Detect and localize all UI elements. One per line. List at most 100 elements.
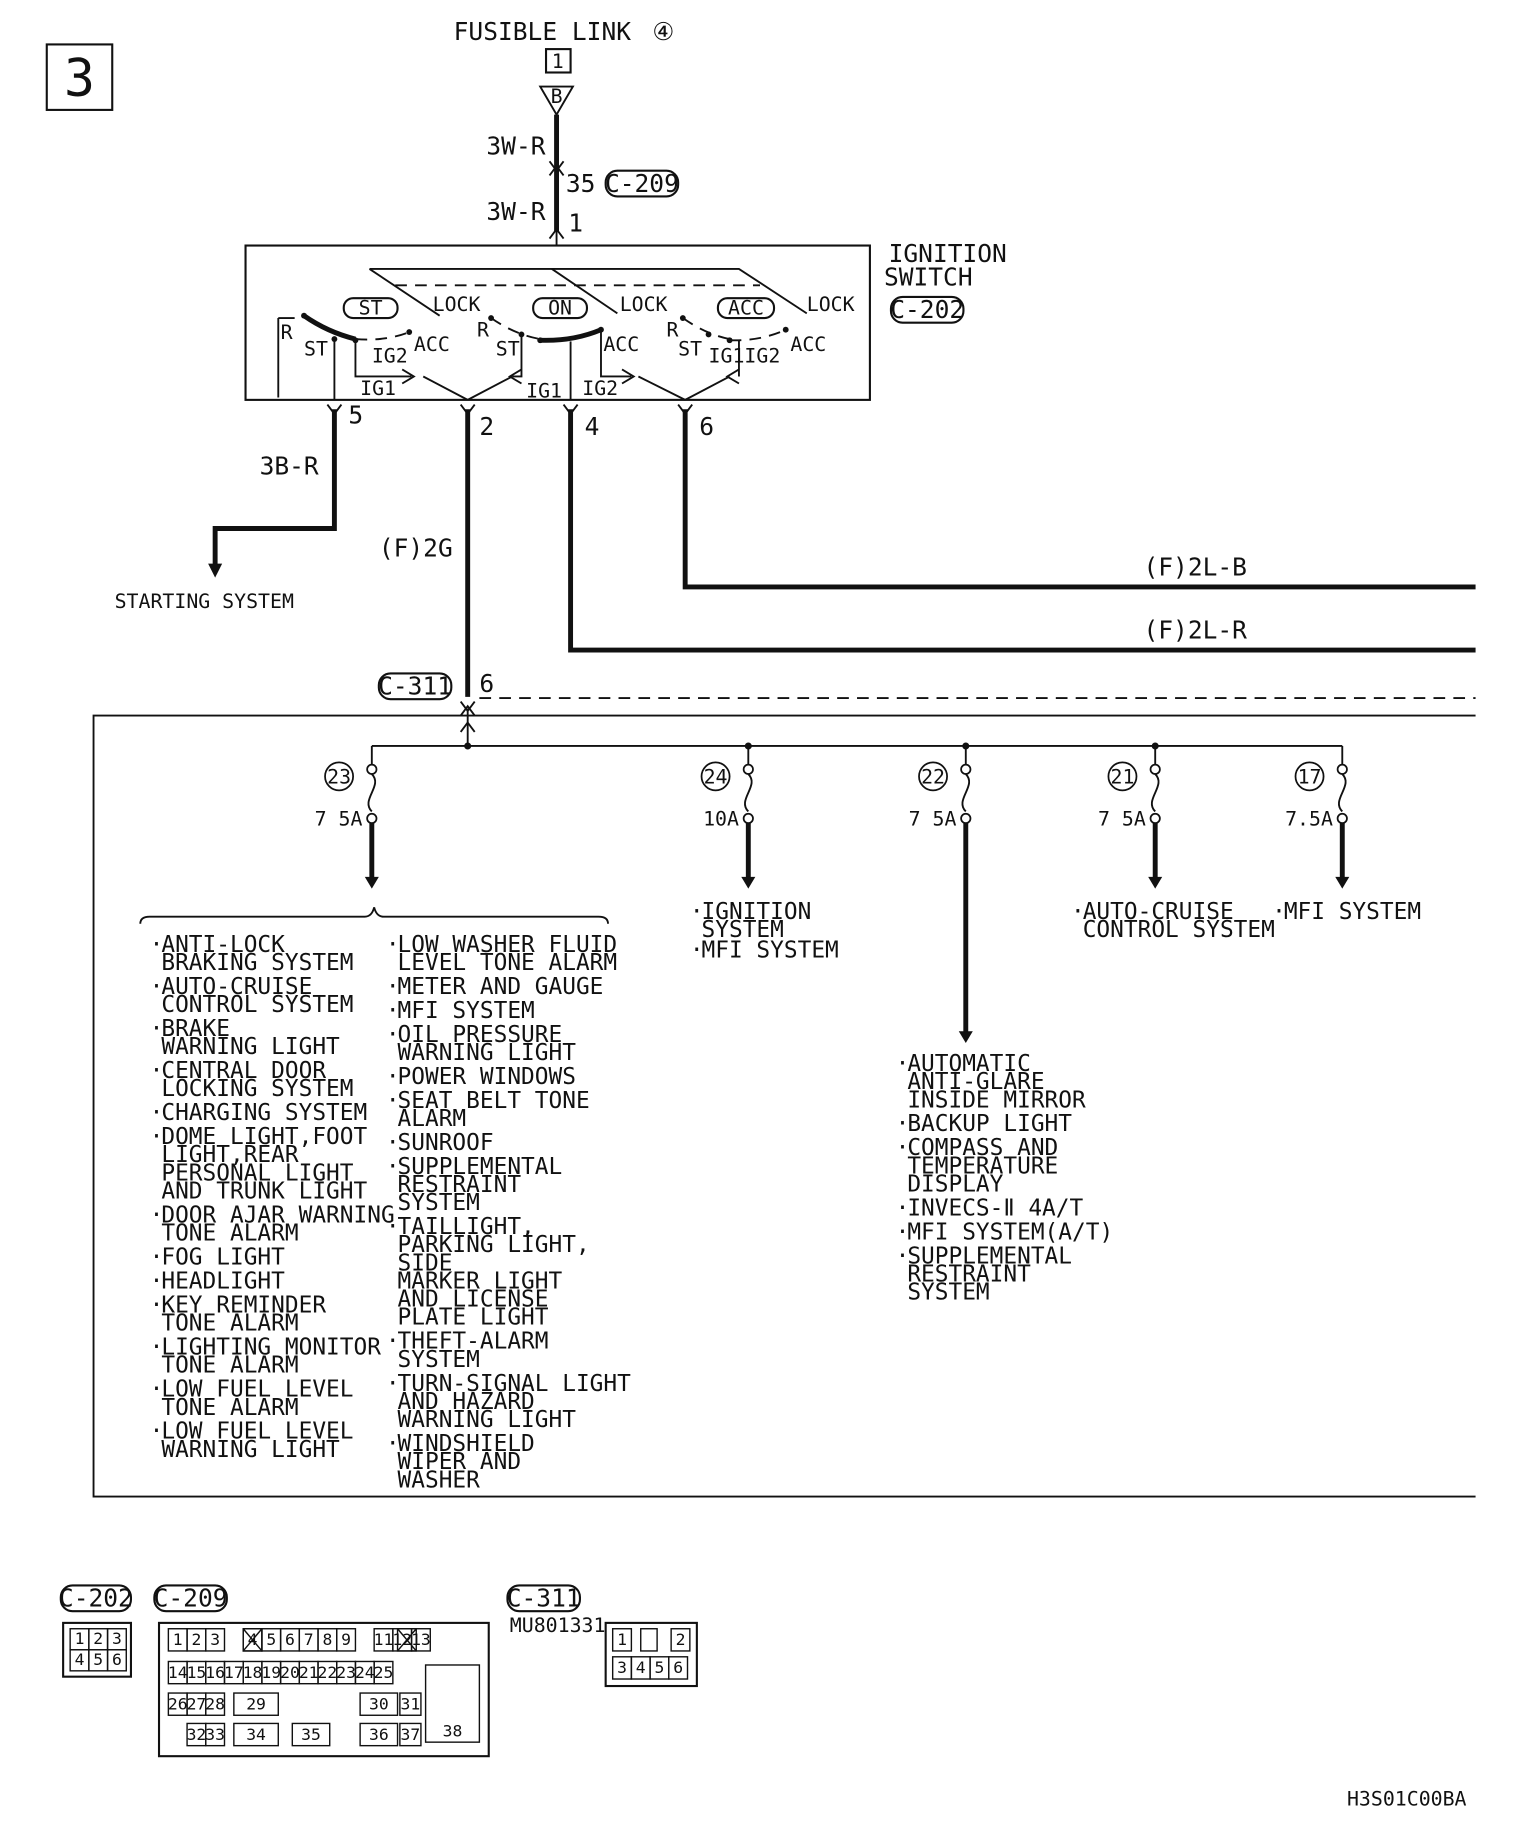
connector-pin: 5: [261, 1628, 282, 1652]
connector-c202-tag: C-202: [889, 295, 965, 324]
pin-label: 27: [187, 1694, 207, 1713]
pin-label: 5: [93, 1650, 103, 1669]
svg-text:2: 2: [479, 412, 494, 441]
connector-pin: 24: [354, 1660, 375, 1685]
svg-text:(F)2G: (F)2G: [379, 534, 453, 563]
svg-text:④: ④: [652, 17, 674, 46]
fuse-21: 217 5A: [1098, 745, 1163, 889]
list-item: LOW FUEL LEVEL: [161, 1419, 353, 1445]
svg-text:LOCK: LOCK: [807, 293, 855, 316]
pin-label: 14: [168, 1663, 188, 1682]
connector-pin: 9: [336, 1628, 357, 1652]
list-item: TAILLIGHT,: [398, 1214, 535, 1240]
svg-text:ACC: ACC: [790, 333, 826, 356]
connector-pin: 32: [186, 1722, 207, 1747]
fuse-number-label: 23: [327, 765, 351, 788]
svg-text:IG1: IG1: [360, 377, 396, 400]
svg-text:3W-R: 3W-R: [486, 131, 545, 160]
connector-pin: 34: [233, 1722, 279, 1747]
pin-label: 35: [301, 1725, 321, 1744]
pin-label: 38: [443, 1721, 463, 1740]
fuse17-list: ·MFI SYSTEM: [1272, 899, 1421, 925]
connector-pin: 6: [279, 1628, 301, 1652]
svg-text:MU801331: MU801331: [510, 1614, 606, 1637]
pin-label: 3: [112, 1629, 122, 1648]
list-item: WARNING LIGHT: [161, 1034, 340, 1060]
list-item: RESTRAINT: [398, 1172, 522, 1198]
svg-text:(F)2L-B: (F)2L-B: [1144, 552, 1247, 581]
bullet: ·: [896, 1243, 910, 1269]
connector-pin: 8: [317, 1628, 338, 1652]
svg-text:SWITCH: SWITCH: [884, 262, 973, 291]
connector-pin: 20: [279, 1660, 301, 1685]
connector-pin: 1: [69, 1628, 90, 1651]
list-item: SYSTEM: [398, 1347, 480, 1373]
list-item: WASHER: [398, 1467, 481, 1493]
connector-pin: 6: [668, 1656, 689, 1680]
fuse-23: 237 5A: [315, 745, 379, 889]
bullet: ·: [386, 1064, 400, 1090]
pin-label: 22: [318, 1663, 338, 1682]
list-item: IGNITION: [702, 899, 812, 925]
list-item: BACKUP LIGHT: [907, 1111, 1072, 1137]
list-item: COMPASS AND: [907, 1135, 1058, 1161]
svg-text:4: 4: [585, 412, 600, 441]
bullet: ·: [690, 899, 704, 925]
bullet: ·: [386, 1431, 400, 1457]
connector-pin: 22: [317, 1660, 338, 1685]
pin-label: 21: [299, 1663, 319, 1682]
connector-pin: 31: [399, 1692, 422, 1716]
list-brace: [139, 907, 609, 924]
connector-pin: 37: [399, 1722, 422, 1747]
connector-pin: 33: [205, 1722, 226, 1747]
list-item: WINDSHIELD: [398, 1431, 535, 1457]
main-feed-wire: 3W-R 35 C-209 3W-R 1: [486, 114, 680, 246]
mode-st: ST: [342, 297, 399, 320]
list-item: DOOR AJAR WARNING: [161, 1202, 394, 1228]
bullet: ·: [386, 932, 400, 958]
connector-pin: 6: [106, 1649, 127, 1672]
bullet: ·: [896, 1051, 910, 1077]
bullet: ·: [386, 1022, 400, 1048]
fuse-rating: 10A: [703, 807, 739, 830]
bullet: ·: [1071, 899, 1085, 925]
svg-text:(F)2L-R: (F)2L-R: [1144, 615, 1248, 644]
list-item: MFI SYSTEM: [702, 938, 839, 964]
svg-text:IG2: IG2: [582, 377, 618, 400]
list-item: LIGHTING MONITOR: [161, 1335, 381, 1361]
bullet: ·: [386, 1154, 400, 1180]
list-item: ANTI-LOCK: [161, 932, 285, 958]
list-item: CONTROL SYSTEM: [161, 992, 353, 1018]
list-item: SYSTEM: [702, 917, 784, 943]
svg-text:C-209: C-209: [154, 1584, 228, 1613]
connector-c311-tag: C-311 6: [377, 669, 1476, 717]
pin-label: 36: [369, 1725, 389, 1744]
list-item: LOW WASHER FLUID: [398, 932, 618, 958]
fuse-number-label: 21: [1111, 765, 1135, 788]
list-item: CENTRAL DOOR: [161, 1058, 326, 1084]
svg-text:C-202: C-202: [59, 1584, 133, 1613]
svg-text:ST: ST: [359, 297, 383, 320]
junction-block: [92, 708, 1476, 1498]
fuse-number: 22: [918, 761, 948, 792]
list-item: AUTO-CRUISE: [1083, 899, 1234, 925]
svg-text:IGNITION: IGNITION: [889, 239, 1007, 268]
list-item: TEMPERATURE: [907, 1153, 1058, 1179]
connector-pin: 29: [233, 1692, 279, 1716]
switch-outputs: 5 3B-R STARTING SYSTEM 2 (F)2G 4 (F)2L-R…: [115, 400, 1476, 697]
bullet: ·: [1272, 899, 1286, 925]
connector-pin: 16: [205, 1660, 226, 1685]
svg-text:35: 35: [566, 169, 596, 198]
pin-label: 5: [655, 1658, 665, 1677]
list-item: WIPER AND: [398, 1449, 522, 1475]
arrow-icon: [958, 1031, 973, 1043]
list-item: PERSONAL LIGHT: [161, 1160, 353, 1186]
connector-pin: 5: [88, 1649, 109, 1672]
list-item: DISPLAY: [907, 1171, 1003, 1197]
pin-label: 13: [411, 1630, 431, 1649]
pin-label: 29: [246, 1694, 266, 1713]
pin-label: 2: [192, 1630, 202, 1649]
list-item: SEAT BELT TONE: [398, 1088, 590, 1114]
